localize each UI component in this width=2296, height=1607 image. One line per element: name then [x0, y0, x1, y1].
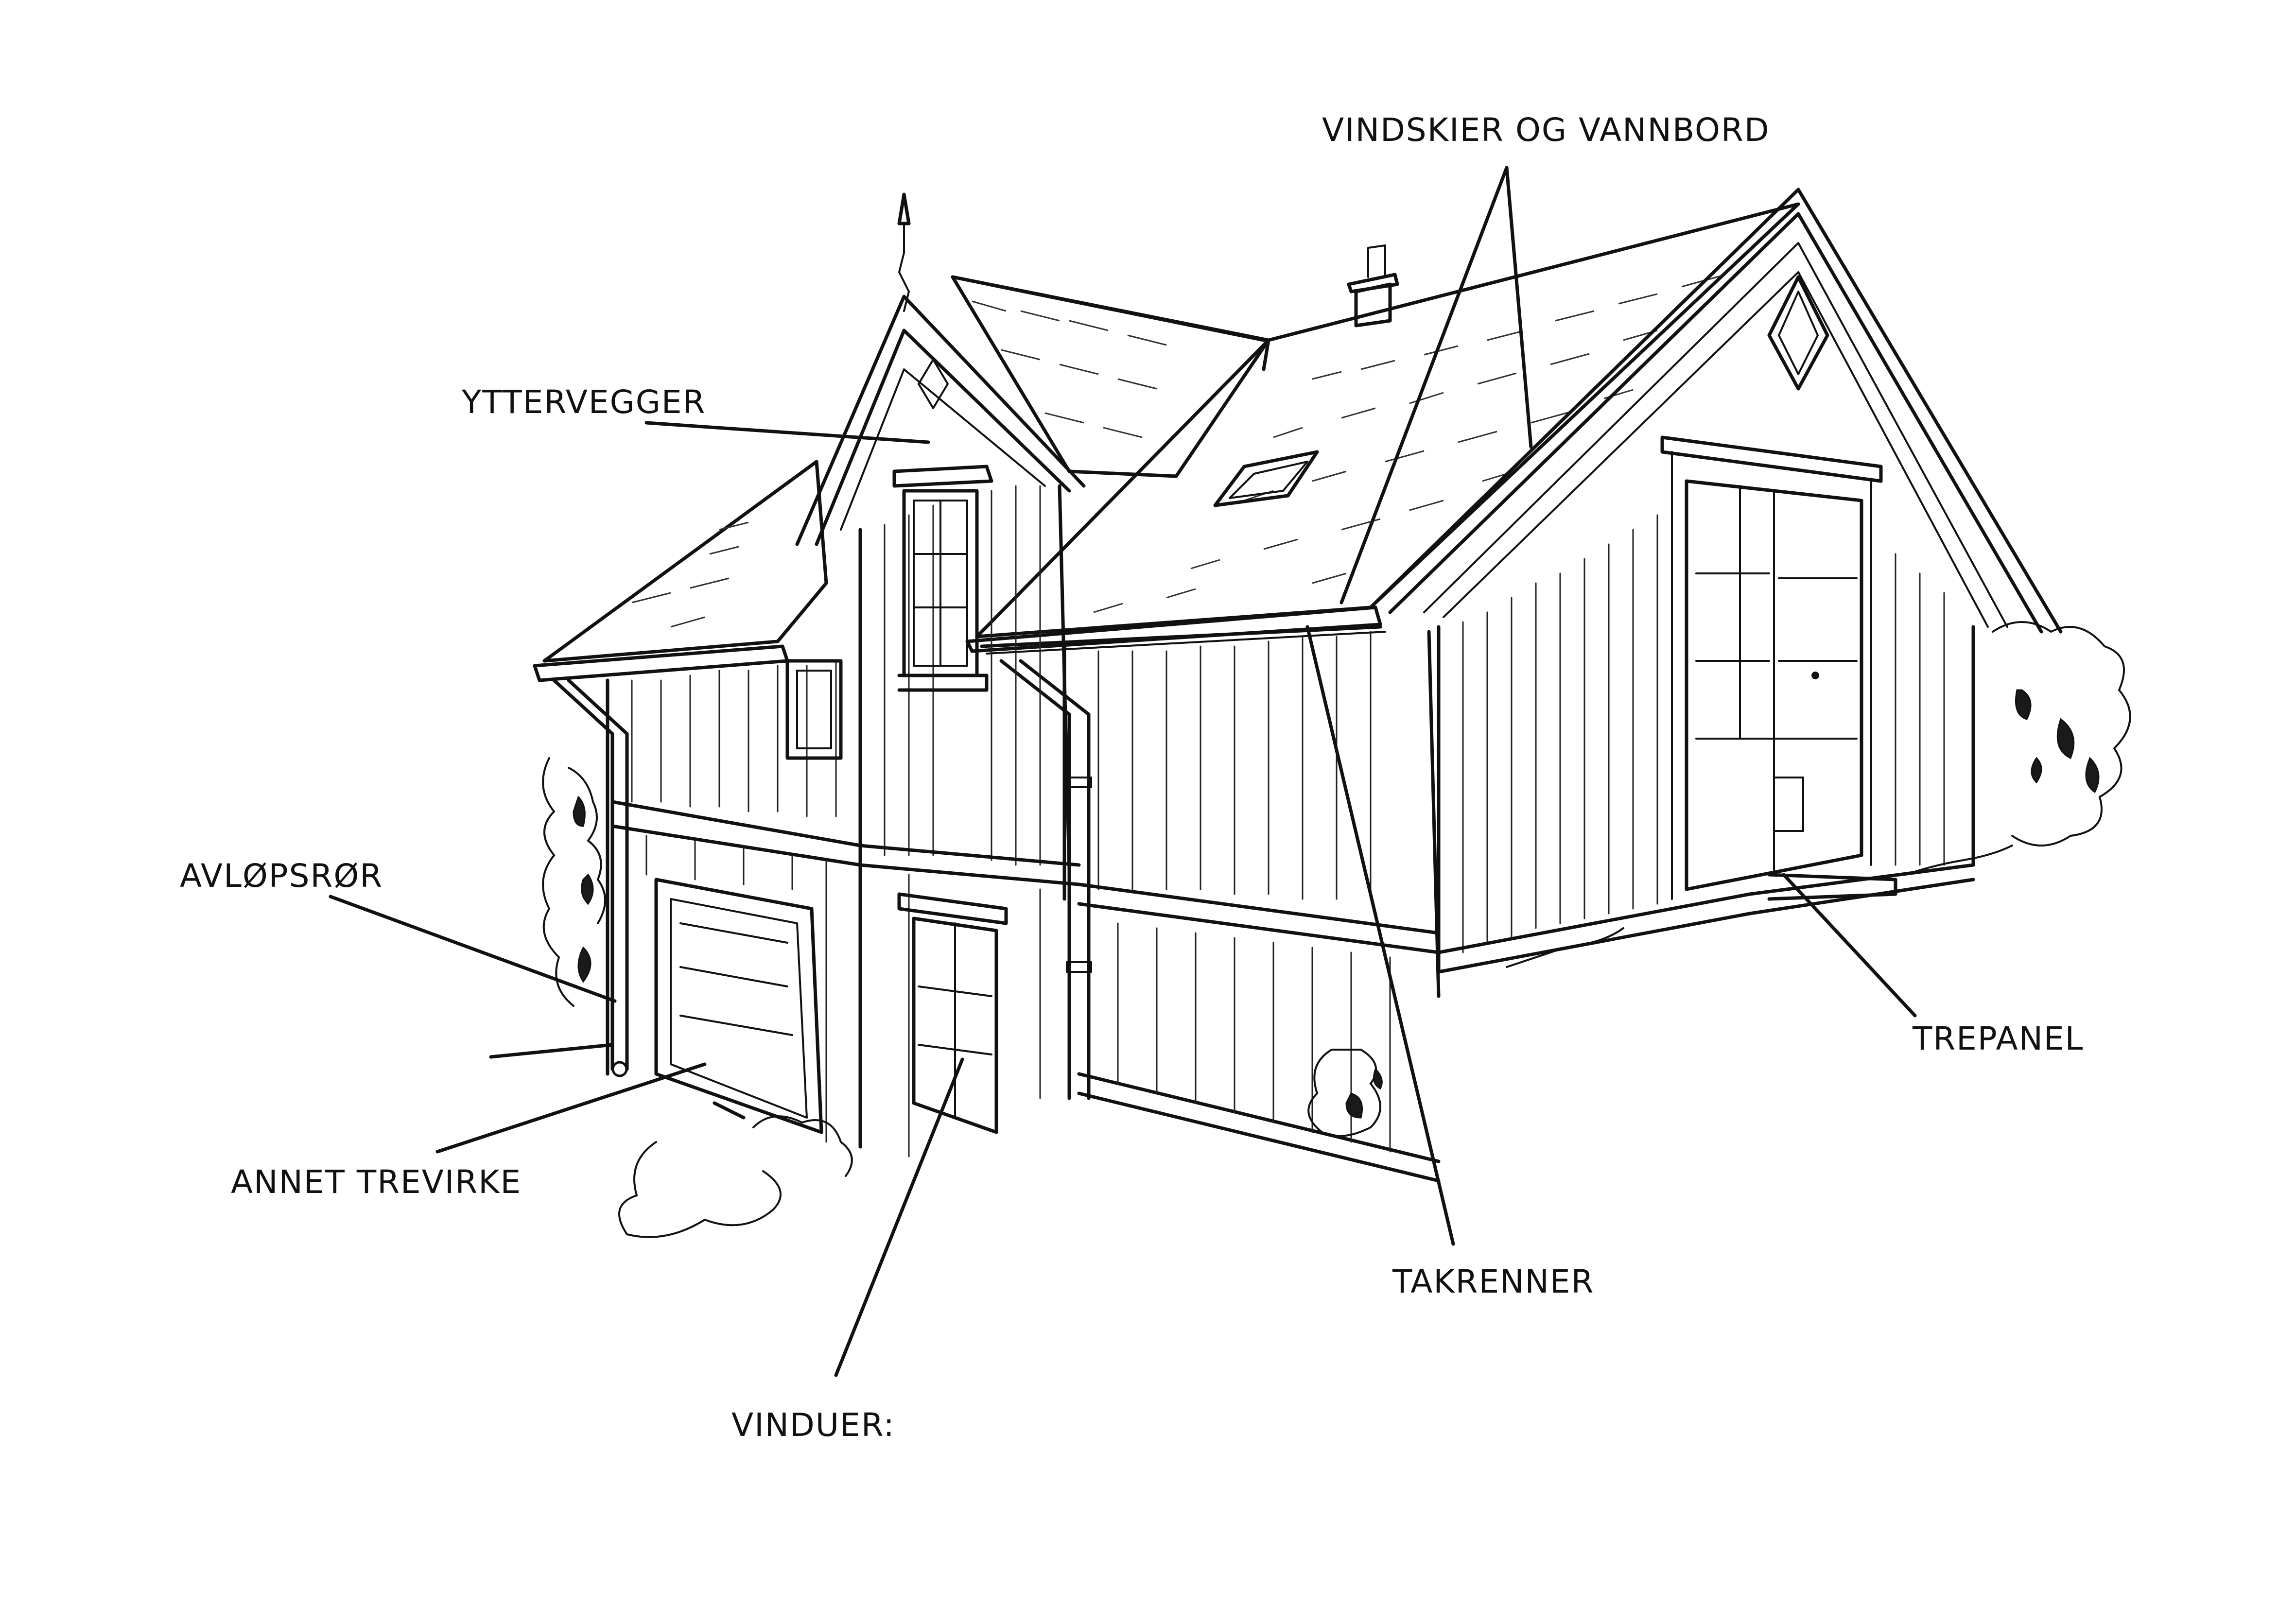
label-trepanel: TREPANEL [1912, 1020, 2084, 1057]
label-takrenner: TAKRENNER [1392, 1263, 1594, 1300]
label-vinduer: VINDUER: [731, 1406, 895, 1444]
leader-annet-trevirke [435, 1062, 707, 1154]
right-gable [1369, 188, 2063, 974]
leader-yttervegger [644, 421, 930, 444]
leader-lines [329, 166, 1917, 1377]
left-wing [533, 460, 1081, 1158]
main-roof [975, 202, 1800, 639]
label-yttervegger: YTTERVEGGER [461, 383, 706, 421]
leader-avlopsror [329, 895, 617, 1003]
leader-trepanel [1782, 873, 1917, 1018]
leader-vindskier-2 [1505, 166, 1533, 449]
left-dormer [795, 192, 1270, 877]
leader-avlopsror-2 [489, 1043, 614, 1059]
leader-takrenner [1305, 625, 1455, 1246]
labels: VINDSKIER OG VANNBORD YTTERVEGGER AVLØPS… [180, 111, 2084, 1444]
label-annet-trevirke: ANNET TREVIRKE [231, 1163, 522, 1201]
label-vindskier: VINDSKIER OG VANNBORD [1322, 111, 1770, 149]
shrubs [542, 621, 2131, 1238]
house-drawing [533, 188, 2131, 1238]
leader-vinduer [834, 1057, 964, 1377]
label-avlopsror: AVLØPSRØR [180, 857, 383, 895]
middle-section [965, 605, 1441, 1183]
leader-vindskier-1 [1339, 166, 1509, 605]
